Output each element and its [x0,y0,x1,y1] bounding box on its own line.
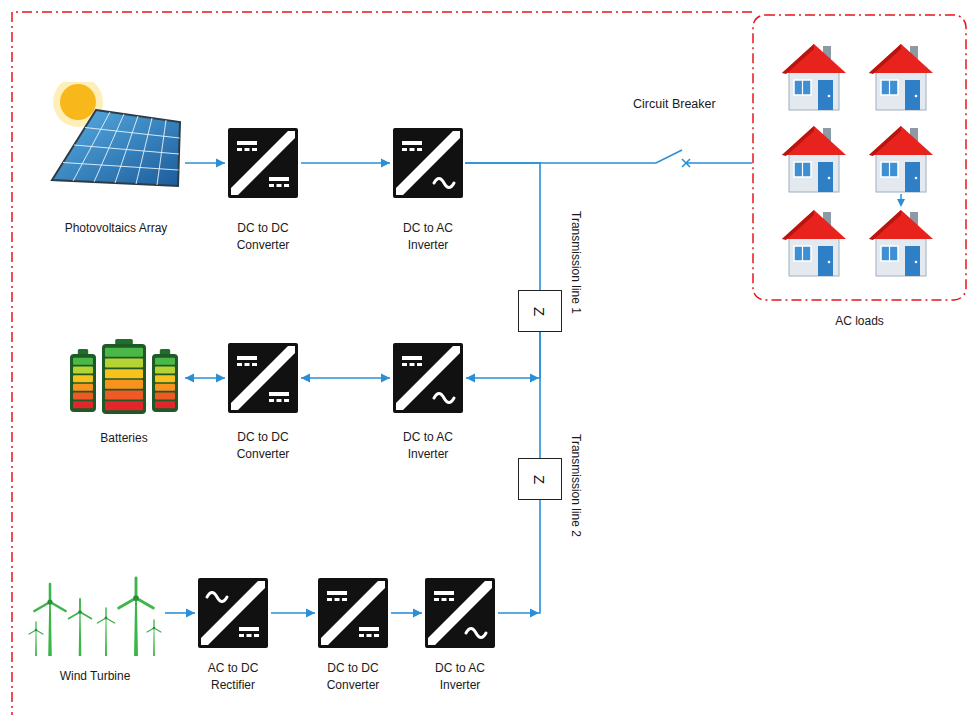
system-boundary [12,12,752,715]
converter-box-art [393,343,463,413]
pv-array-icon: Photovoltaics Array [50,82,182,188]
house-arrow [897,194,905,207]
impedance-box: ZTransmission line 2 [518,458,562,500]
power-flow-line [465,163,540,290]
component-label: Photovoltaics Array [65,220,168,237]
battery-icon: Batteries [66,338,182,414]
wind-turbine-icon-art [28,572,162,658]
arrow-head [185,374,194,383]
component-label: DC to DC Converter [221,429,305,463]
line-label: Transmission line 1 [569,211,583,314]
converter-box-art [198,578,268,648]
connector-line [465,163,540,290]
wind-turbine-icon: Wind Turbine [28,572,162,658]
power-flow-line [271,609,315,618]
converter-box: DC to DC Converter [228,343,298,413]
arrow-head [306,609,315,618]
converter-box: DC to DC Converter [228,128,298,198]
load-group: AC loads [752,14,967,301]
power-flow-line [391,609,422,618]
connector-line [465,150,752,167]
converter-box-art [228,128,298,198]
power-flow-line [185,374,225,383]
converter-box: AC to DC Rectifier [198,578,268,648]
battery-icon-art [66,338,182,414]
arrow-head [413,609,422,618]
impedance-box: ZTransmission line 1 [518,290,562,332]
arrow-head [381,374,390,383]
connector-line [301,377,390,379]
house-icon [869,210,933,276]
converter-box-art [393,128,463,198]
connector-line [498,500,540,613]
connector-line [466,332,540,378]
load-group-art [752,14,967,301]
house-icon [782,210,846,276]
house-icon [782,126,846,192]
power-flow-line [465,150,752,167]
arrow-head [381,159,390,168]
house-icon [782,44,846,110]
converter-box: DC to AC Inverter [393,343,463,413]
connector-line [301,162,390,164]
component-label: AC to DC Rectifier [191,660,275,694]
arrow-head [216,374,225,383]
power-flow-line [498,500,540,618]
component-label: DC to AC Inverter [386,429,470,463]
converter-box: DC to DC Converter [318,578,388,648]
component-label: DC to AC Inverter [386,220,470,254]
house-icon [869,126,933,192]
power-flow-line [165,609,195,618]
impedance-symbol: Z [532,474,547,483]
pv-array-icon-art [50,82,182,188]
arrow-head [466,374,475,383]
arrow-head [186,609,195,618]
component-label: AC loads [835,313,884,330]
converter-box: DC to AC Inverter [425,578,495,648]
line-label: Transmission line 2 [569,434,583,537]
component-label: DC to DC Converter [311,660,395,694]
converter-box-art [228,343,298,413]
house-icon [869,44,933,110]
converter-box-art [318,578,388,648]
power-flow-line [301,374,390,383]
arrow-head [216,159,225,168]
converter-box: DC to AC Inverter [393,128,463,198]
impedance-symbol: Z [532,306,547,315]
converter-box-art [425,578,495,648]
component-label: Batteries [100,430,147,447]
component-label: DC to DC Converter [221,220,305,254]
component-label: DC to AC Inverter [418,660,502,694]
power-flow-line [301,159,390,168]
arrow-head [301,374,310,383]
power-flow-line [466,332,540,383]
arrow-head [530,374,539,383]
arrow-head [530,609,539,618]
power-flow-line [185,159,225,168]
breaker-label: Circuit Breaker [633,97,716,111]
component-label: Wind Turbine [60,668,131,685]
